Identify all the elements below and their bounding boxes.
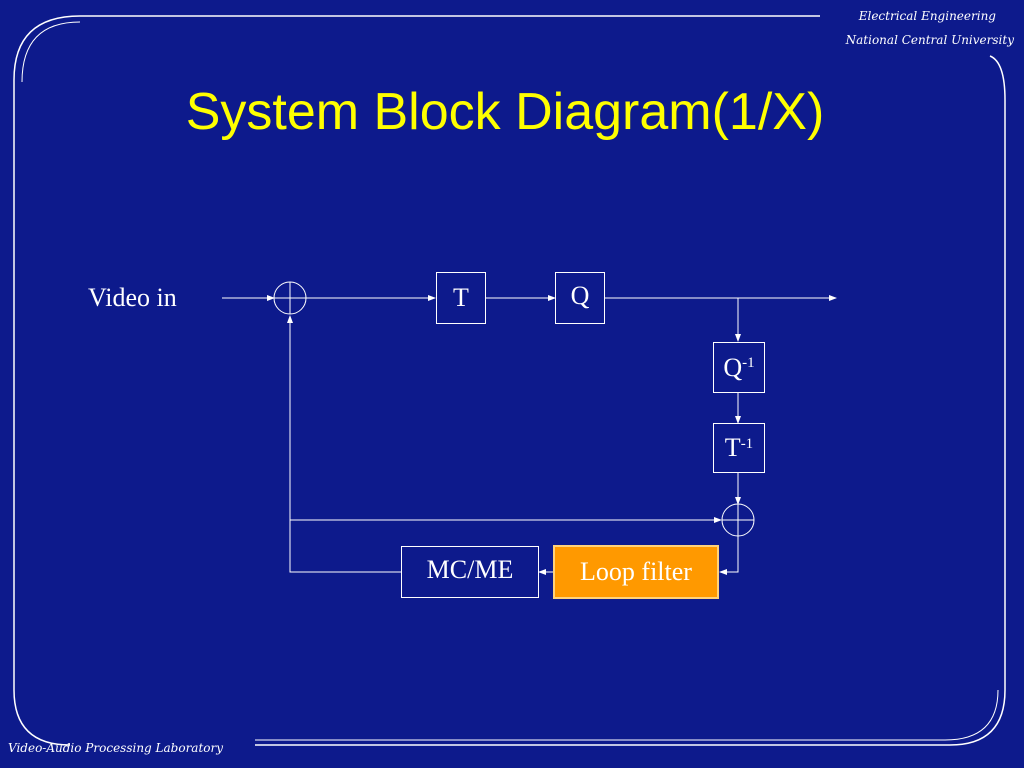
mc-me-label: MC/ME (426, 555, 514, 584)
inverse-quantizer-superscript: -1 (742, 355, 755, 371)
header-department: Electrical Engineering (858, 9, 996, 23)
quantizer-label: Q (570, 281, 590, 310)
loop-filter-block: Loop filter (553, 545, 719, 599)
video-in-label: Video in (88, 283, 177, 312)
inverse-quantizer-block: Q-1 (713, 342, 765, 393)
wire-adder-to-loop-filter (719, 536, 739, 575)
mc-me-block: MC/ME (401, 546, 539, 598)
transform-block: T (436, 272, 486, 324)
quantizer-block: Q (555, 272, 605, 324)
footer-lab-name: Video-Audio Processing Laboratory (8, 741, 224, 755)
inverse-transform-label: T (724, 433, 741, 462)
slide-title: System Block Diagram(1/X) (185, 83, 825, 141)
wire-feedback-to-adder (287, 315, 401, 573)
inverse-quantizer-label: Q (723, 352, 743, 382)
inverse-transform-block: T-1 (713, 423, 765, 473)
transform-label: T (453, 283, 469, 312)
header-university: National Central University (845, 33, 1014, 47)
inverse-transform-superscript: -1 (740, 435, 754, 452)
loop-filter-label: Loop filter (580, 557, 692, 586)
